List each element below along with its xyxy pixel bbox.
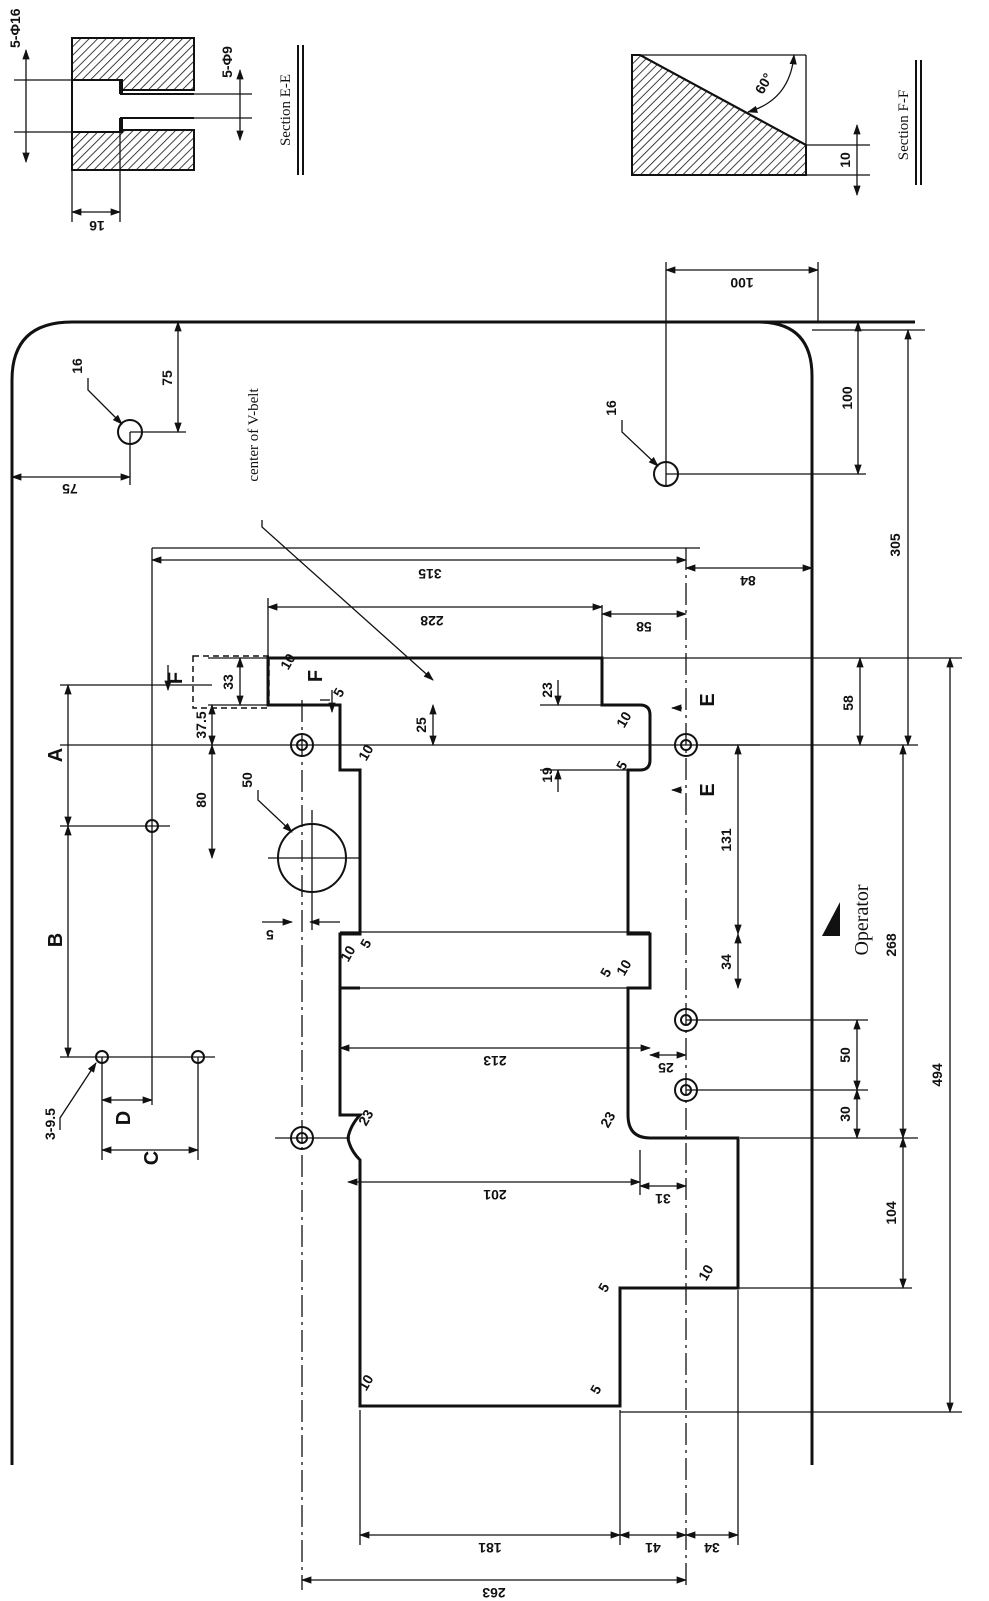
dim-268: 268 [883, 933, 899, 957]
operator-marker: Operator [822, 884, 873, 956]
dim-34-bottom: 34 [704, 1540, 720, 1556]
letter-f-top: F [165, 672, 187, 684]
dim-494: 494 [929, 1063, 945, 1087]
r5-a: 5 [587, 1382, 605, 1397]
dim-58-right: 58 [840, 695, 856, 711]
letter-f-bottom: F [305, 670, 327, 682]
r5-e: 5 [595, 1280, 613, 1295]
dim-201: 201 [483, 1187, 507, 1203]
through-hole-label: 5-Φ9 [219, 46, 235, 78]
dim-37-5: 37.5 [193, 711, 209, 738]
dim-25-top: 25 [413, 717, 429, 733]
dim-100-vertical: 100 [839, 386, 855, 410]
depth-label: 16 [89, 218, 105, 234]
section-f-f-title: Section F-F [896, 90, 912, 160]
cutout-outline [192, 655, 740, 1408]
r10-c: 10 [613, 709, 635, 731]
r10-g: 10 [355, 1372, 377, 1394]
dim-41: 41 [645, 1540, 661, 1556]
left-dimensions: A B C D 3-9.5 [42, 548, 215, 1165]
r10-a: 10 [277, 651, 299, 673]
section-e-e: 5-Φ16 5-Φ9 16 Section E-E [7, 8, 304, 234]
dim-31: 31 [655, 1191, 671, 1207]
holes-label: 3-9.5 [42, 1108, 58, 1140]
dim-181: 181 [478, 1540, 502, 1556]
height-label: 10 [837, 152, 853, 168]
dim-25-mid: 25 [658, 1060, 674, 1076]
r23-right: 23 [597, 1109, 619, 1131]
letter-b: B [45, 933, 67, 947]
r5-c: 5 [357, 936, 375, 951]
top-left-hole: 16 75 75 [10, 320, 186, 497]
dim-131: 131 [718, 828, 734, 852]
dim-305: 305 [887, 533, 903, 557]
dim-50: 50 [837, 1047, 853, 1063]
dim-5-left: 5 [266, 927, 274, 943]
dim-33: 33 [220, 674, 236, 690]
dim-75-vertical: 75 [159, 370, 175, 386]
v-belt-leader: center of V-belt [246, 388, 434, 681]
dim-30: 30 [837, 1106, 853, 1122]
dim-104: 104 [883, 1201, 899, 1225]
letter-d: D [113, 1111, 135, 1125]
dim-34-right: 34 [718, 954, 734, 970]
angle-label: 60° [751, 70, 775, 96]
r23-left: 23 [355, 1107, 377, 1129]
dim-315: 315 [418, 566, 442, 582]
dim-84: 84 [740, 573, 756, 589]
top-right-hole: 16 100 100 [603, 262, 866, 487]
table-outline [10, 320, 915, 1465]
operator-label: Operator [851, 884, 873, 955]
dim-228: 228 [420, 613, 444, 629]
axis-lines [60, 548, 760, 1590]
top-dimensions: 315 84 228 58 [150, 547, 814, 658]
r10-f: 10 [695, 1262, 717, 1284]
r10-e: 10 [613, 957, 635, 979]
section-markers: F F E E [164, 665, 719, 797]
dim-80: 80 [193, 792, 209, 808]
dim-19: 19 [539, 767, 555, 783]
big-hole: 50 5 [239, 772, 360, 943]
v-belt-label: center of V-belt [246, 388, 262, 482]
dim-263: 263 [482, 1585, 506, 1601]
letter-c: C [141, 1151, 163, 1165]
right-dimensions: 305 494 58 268 104 131 34 50 30 [480, 328, 962, 1414]
dim-58: 58 [636, 619, 652, 635]
letter-e-top: E [697, 693, 719, 706]
letter-a: A [45, 748, 67, 762]
dim-213: 213 [483, 1053, 507, 1069]
section-f-f: 60° 10 Section F-F [631, 53, 922, 197]
dim-23-notch: 23 [539, 682, 555, 698]
right-hole-diameter: 16 [603, 400, 619, 416]
dim-75-horizontal: 75 [62, 481, 78, 497]
lower-dimensions: 213 25 201 31 181 41 34 263 [300, 1044, 740, 1601]
top-hole-diameter: 16 [69, 358, 85, 374]
r10-d: 10 [337, 943, 359, 965]
screw-holes [290, 733, 698, 1150]
r10-b: 10 [355, 742, 377, 764]
counterbore-label: 5-Φ16 [7, 8, 23, 48]
section-e-e-title: Section E-E [278, 74, 294, 146]
r5-d: 5 [597, 965, 615, 980]
big-hole-diameter: 50 [239, 772, 255, 788]
dim-100-horizontal: 100 [730, 275, 754, 291]
small-dimensions: 33 37.5 80 25 5 23 19 [193, 656, 628, 860]
letter-e-bottom: E [697, 783, 719, 796]
